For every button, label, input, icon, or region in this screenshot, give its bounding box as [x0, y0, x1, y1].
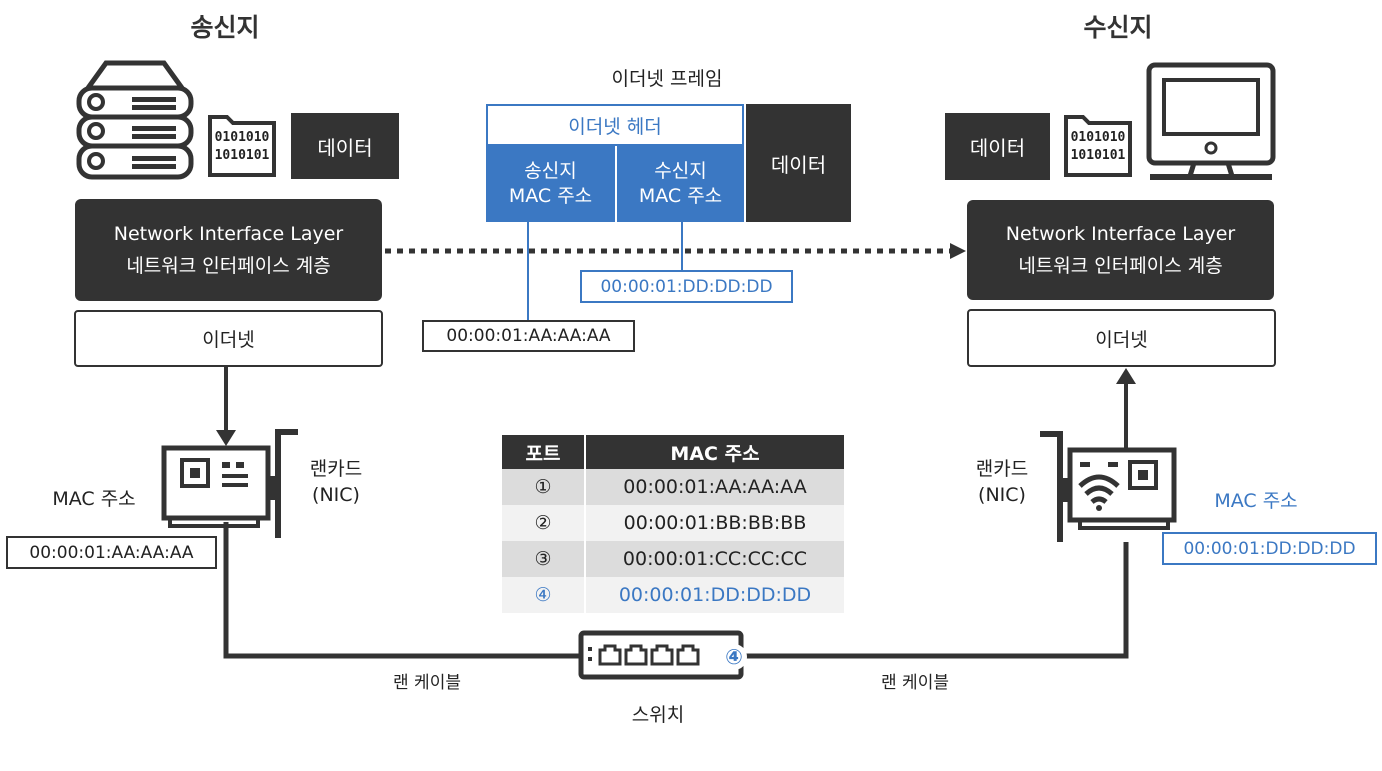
- ethernet-frame-title: 이더넷 프레임: [611, 68, 723, 90]
- sender-binary-file-icon: 0101010 1010101: [207, 114, 277, 178]
- frame-dst-line-2: MAC 주소: [638, 185, 723, 207]
- sender-down-arrowhead: [216, 430, 236, 446]
- frame-dst-mac-field: 수신지 MAC 주소: [617, 146, 744, 222]
- lan-cable-right-label: 랜 케이블: [881, 673, 949, 693]
- frame-dst-line-1: 수신지: [654, 160, 707, 182]
- sender-data-box: 데이터: [291, 113, 399, 179]
- table-row: ① 00:00:01:AA:AA:AA: [502, 469, 844, 505]
- receiver-nic-label-2: (NIC): [978, 484, 1026, 506]
- receiver-binary-file-icon: 0101010 1010101: [1063, 114, 1133, 178]
- frame-src-mac-value: 00:00:01:AA:AA:AA: [422, 320, 635, 352]
- sender-nic-icon: [161, 429, 298, 538]
- lan-cable-left-label: 랜 케이블: [393, 673, 461, 693]
- sender-nic-label-1: 랜카드: [309, 458, 363, 480]
- receiver-layer-korean: 네트워크 인터페이스 계층: [1018, 255, 1223, 277]
- switch-icon: [578, 630, 744, 680]
- table-cell-mac: 00:00:01:BB:BB:BB: [585, 505, 844, 541]
- receiver-ethernet-box: 이더넷: [967, 309, 1276, 367]
- frame-data-field: 데이터: [746, 104, 851, 222]
- receiver-binary-line-1: 0101010: [1070, 130, 1126, 145]
- receiver-binary-line-2: 1010101: [1070, 148, 1126, 163]
- ethernet-header-label: 이더넷 헤더: [568, 115, 662, 138]
- table-cell-mac: 00:00:01:DD:DD:DD: [585, 577, 844, 613]
- table-row: ③ 00:00:01:CC:CC:CC: [502, 541, 844, 577]
- receiver-up-arrowhead: [1116, 368, 1136, 384]
- lan-cable-right: [742, 542, 1129, 659]
- receiver-network-interface-layer: Network Interface Layer 네트워크 인터페이스 계층: [967, 200, 1274, 300]
- frame-src-mac-field: 송신지 MAC 주소: [486, 146, 615, 222]
- receiver-nic-icon: [1040, 431, 1177, 542]
- sender-binary-line-1: 0101010: [214, 130, 270, 145]
- layer-dotted-arrowhead: [950, 243, 966, 259]
- table-cell-mac: 00:00:01:CC:CC:CC: [585, 541, 844, 577]
- sender-mac-value: 00:00:01:AA:AA:AA: [6, 536, 217, 569]
- sender-ethernet-box: 이더넷: [74, 310, 383, 367]
- sender-layer-korean: 네트워크 인터페이스 계층: [126, 255, 331, 277]
- table-cell-port: ③: [502, 541, 586, 577]
- table-header-mac: MAC 주소: [585, 435, 844, 469]
- table-cell-port: ①: [502, 469, 586, 505]
- switch-port-marker: ④: [721, 644, 747, 670]
- table-header-row: 포트 MAC 주소: [502, 435, 844, 469]
- receiver-mac-value: 00:00:01:DD:DD:DD: [1162, 532, 1377, 565]
- sender-layer-english: Network Interface Layer: [113, 223, 344, 245]
- server-icon: [76, 60, 194, 180]
- receiver-nic-label-1: 랜카드: [975, 458, 1029, 480]
- receiver-data-box: 데이터: [945, 113, 1050, 180]
- table-cell-port: ④: [502, 577, 586, 613]
- sender-binary-line-2: 1010101: [214, 148, 270, 163]
- sender-nic-label-2: (NIC): [312, 484, 360, 506]
- sender-nic-label: 랜카드 (NIC): [300, 456, 372, 508]
- table-header-port: 포트: [502, 435, 586, 469]
- table-cell-mac: 00:00:01:AA:AA:AA: [585, 469, 844, 505]
- table-row: ② 00:00:01:BB:BB:BB: [502, 505, 844, 541]
- sender-network-interface-layer: Network Interface Layer 네트워크 인터페이스 계층: [75, 199, 382, 301]
- sender-mac-label: MAC 주소: [52, 488, 136, 510]
- receiver-title: 수신지: [1083, 13, 1153, 42]
- monitor-icon: [1146, 62, 1276, 180]
- sender-title: 송신지: [190, 13, 260, 42]
- receiver-mac-label: MAC 주소: [1214, 490, 1298, 512]
- frame-src-line-2: MAC 주소: [508, 185, 593, 207]
- frame-src-line-1: 송신지: [524, 160, 577, 182]
- ethernet-header-box: 이더넷 헤더: [486, 104, 744, 146]
- lan-cable-left: [223, 522, 582, 659]
- table-row-highlighted: ④ 00:00:01:DD:DD:DD: [502, 577, 844, 613]
- frame-dst-mac-value: 00:00:01:DD:DD:DD: [580, 270, 793, 303]
- mac-address-table: 포트 MAC 주소 ① 00:00:01:AA:AA:AA ② 00:00:01…: [502, 435, 844, 613]
- switch-label: 스위치: [631, 704, 685, 726]
- receiver-layer-english: Network Interface Layer: [1005, 223, 1236, 245]
- receiver-nic-label: 랜카드 (NIC): [966, 456, 1038, 508]
- table-cell-port: ②: [502, 505, 586, 541]
